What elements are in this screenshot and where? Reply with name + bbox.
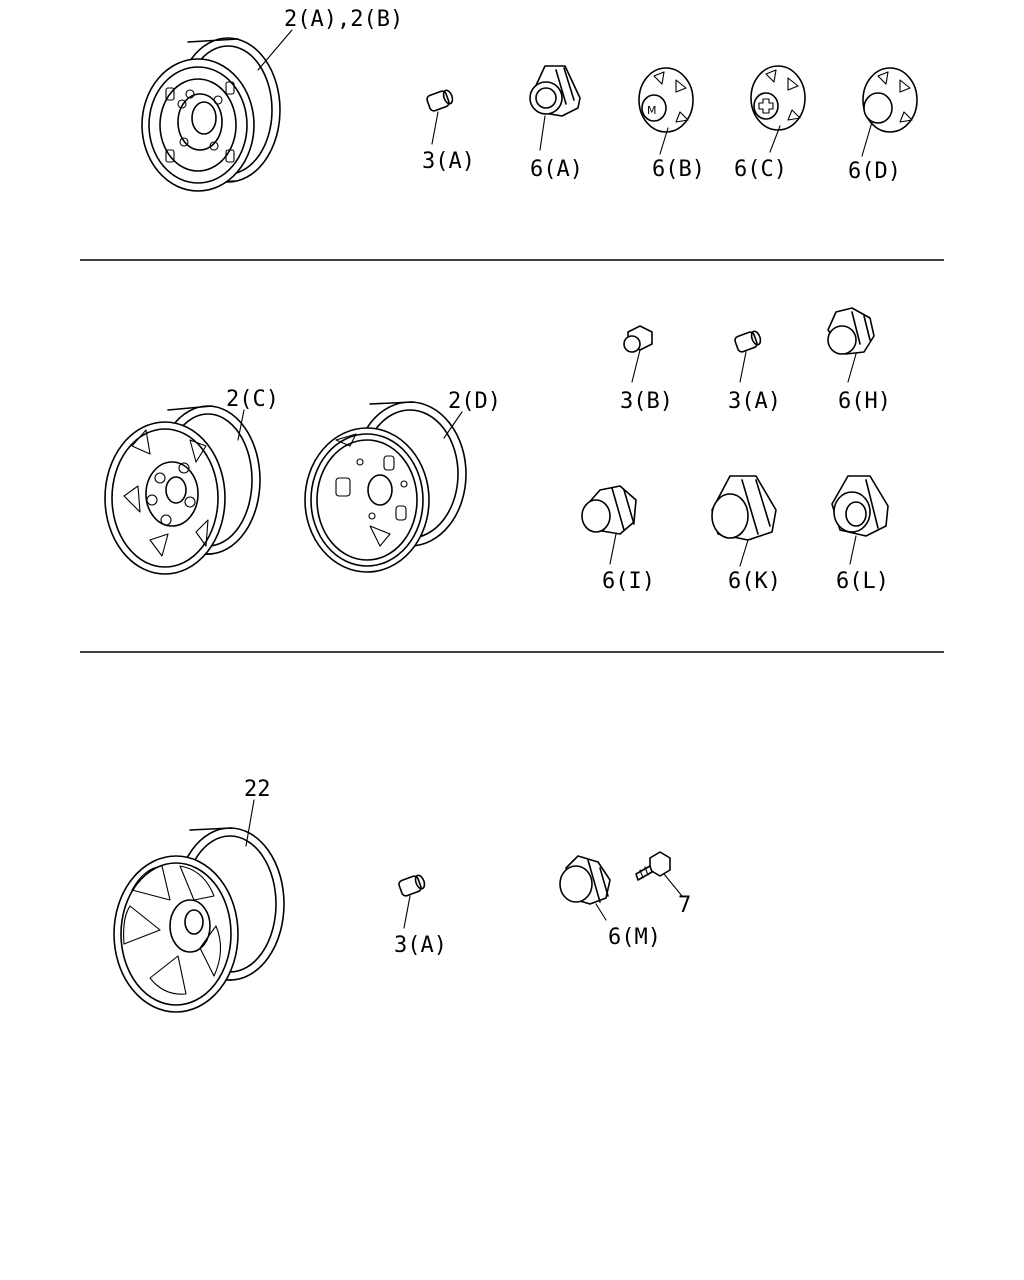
hub-cap-6d xyxy=(861,67,918,157)
hub-cap-6b: M xyxy=(638,67,694,155)
label-nut-3a-middle: 3(A) xyxy=(728,389,781,414)
label-wheel-22: 22 xyxy=(244,777,271,802)
label-cap-6m: 6(M) xyxy=(608,925,661,950)
label-wheel-2a-2b: 2(A),2(B) xyxy=(284,7,403,32)
hub-cap-6m xyxy=(559,855,611,921)
hub-cap-6c xyxy=(750,65,806,153)
lug-nut-3a-top xyxy=(426,89,454,145)
lug-nut-3b xyxy=(623,325,653,383)
hub-cap-6i xyxy=(581,485,637,565)
wheel-2c xyxy=(104,405,261,575)
label-wheel-2d: 2(D) xyxy=(448,389,501,414)
lug-nut-3a-bottom xyxy=(398,874,426,929)
hub-cap-6a xyxy=(529,65,581,151)
hub-cap-6k xyxy=(711,475,777,567)
label-nut-3a-top: 3(A) xyxy=(422,149,475,174)
label-cap-6l: 6(L) xyxy=(836,569,889,594)
wheel-22 xyxy=(113,799,285,1013)
wheel-2d xyxy=(304,401,467,573)
label-cap-6h: 6(H) xyxy=(838,389,891,414)
wheel-2a-2b xyxy=(141,29,293,192)
hub-cap-6h xyxy=(827,307,875,383)
lug-nut-3a-middle xyxy=(734,330,762,383)
label-wheel-2c: 2(C) xyxy=(226,387,279,412)
label-cap-6i: 6(I) xyxy=(602,569,655,594)
label-cap-6c: 6(C) xyxy=(734,157,787,182)
label-nut-3a-bottom: 3(A) xyxy=(394,933,447,958)
label-bolt-7: 7 xyxy=(678,893,691,918)
label-cap-6b: 6(B) xyxy=(652,157,705,182)
label-cap-6k: 6(K) xyxy=(728,569,781,594)
svg-text:M: M xyxy=(647,104,657,117)
label-cap-6d: 6(D) xyxy=(848,159,901,184)
label-nut-3b: 3(B) xyxy=(620,389,673,414)
hub-cap-6l xyxy=(831,475,889,565)
label-cap-6a: 6(A) xyxy=(530,157,583,182)
bolt-7 xyxy=(635,851,683,897)
